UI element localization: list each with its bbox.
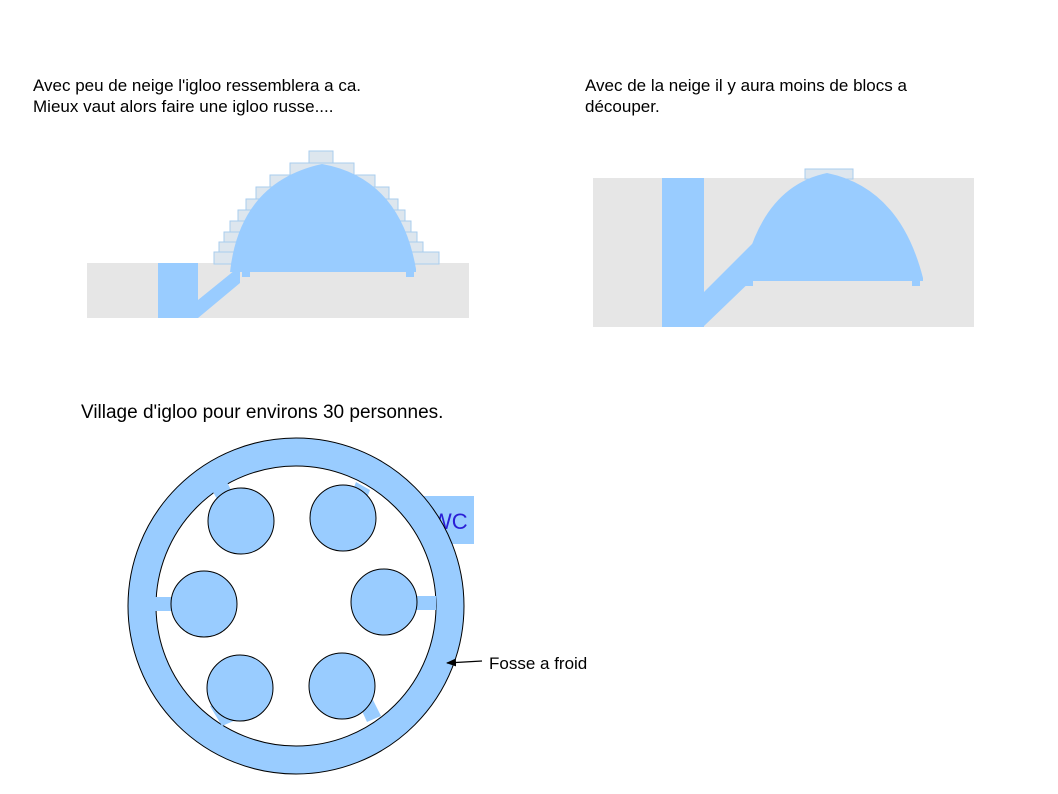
ground-snow-layer <box>87 263 469 318</box>
snow-block <box>308 150 334 165</box>
igloo-hut <box>170 570 238 638</box>
entrance-tunnel-more-snow <box>662 178 756 327</box>
fosse-a-froid-callout: Fosse a froid <box>446 654 587 673</box>
village-title: Village d'igloo pour environs 30 personn… <box>81 402 444 423</box>
igloo-dome-little-snow <box>230 164 416 277</box>
igloo-hut <box>207 487 275 555</box>
pointer-arrow <box>446 658 483 667</box>
entrance-tunnel-little-snow <box>158 263 240 318</box>
village-igloos <box>170 484 418 722</box>
fosse-a-froid-label: Fosse a froid <box>489 654 587 673</box>
igloo-hut <box>309 484 377 552</box>
caption-little-snow-line2: Mieux vaut alors faire une igloo russe..… <box>33 97 334 116</box>
igloo-hut <box>350 568 418 636</box>
caption-more-snow: Avec de la neige il y aura moins de bloc… <box>585 75 907 117</box>
igloo-more-snow-section <box>593 168 974 327</box>
caption-little-snow-line1: Avec peu de neige l'igloo ressemblera a … <box>33 76 362 95</box>
igloo-hut <box>308 652 376 720</box>
igloo-hut <box>206 654 274 722</box>
igloo-little-snow-section <box>87 150 469 318</box>
igloo-village-plan: WC Fosse a froi <box>127 437 587 775</box>
caption-little-snow: Avec peu de neige l'igloo ressemblera a … <box>33 75 361 117</box>
caption-more-snow-line2: découper. <box>585 97 660 116</box>
caption-more-snow-line1: Avec de la neige il y aura moins de bloc… <box>585 76 907 95</box>
